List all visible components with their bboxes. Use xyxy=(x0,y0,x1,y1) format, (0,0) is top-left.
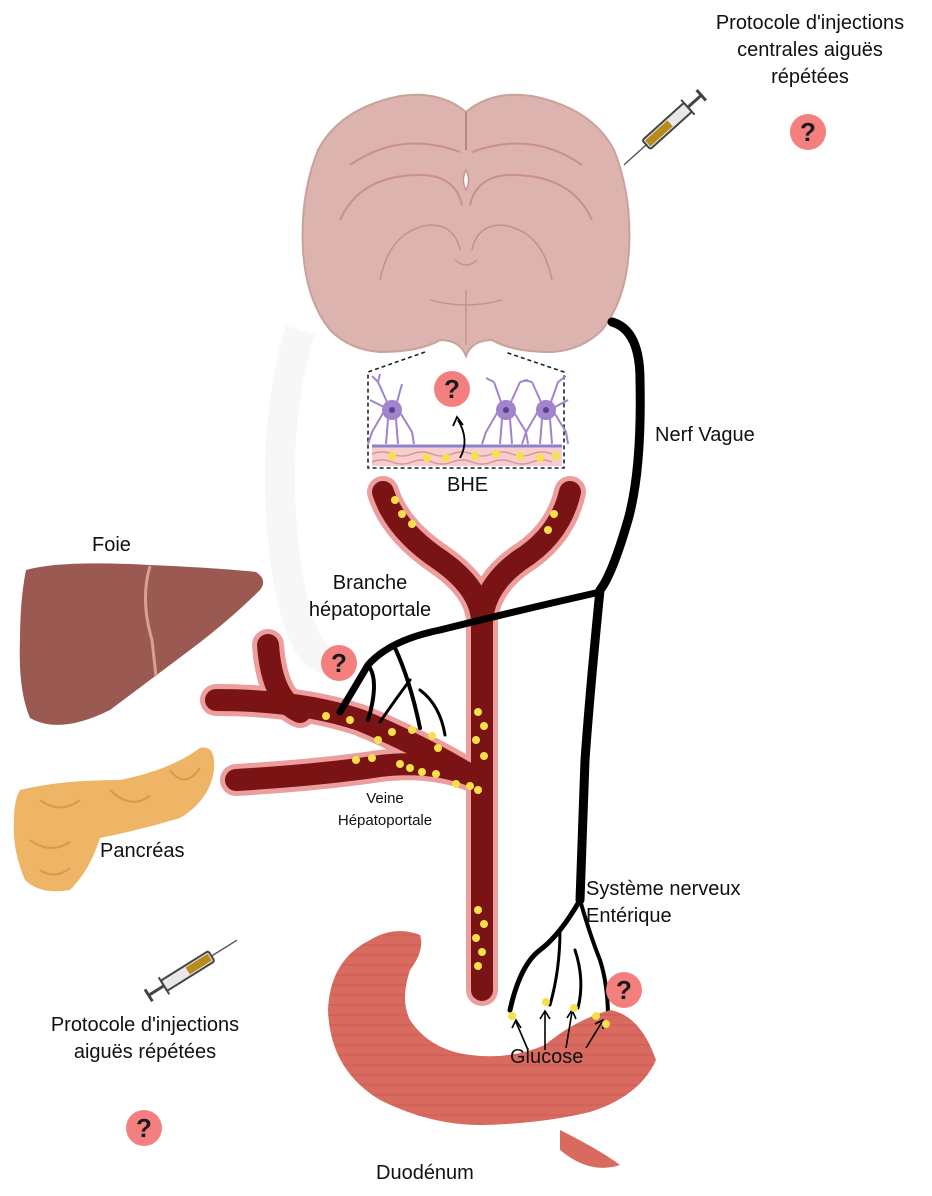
glucose-dot xyxy=(322,712,330,720)
central-protocol-line-2: centrales aiguës xyxy=(690,37,930,64)
central-protocol-line-3: répétées xyxy=(690,64,930,91)
syringe-icon xyxy=(617,88,708,172)
glucose-dot xyxy=(592,1012,600,1020)
pancreas-icon xyxy=(14,747,214,891)
glucose-dot xyxy=(516,452,524,460)
duodenum-label: Duodénum xyxy=(376,1160,474,1187)
glucose-dot xyxy=(432,770,440,778)
question-mark: ? xyxy=(136,1113,152,1143)
glucose-dot xyxy=(346,716,354,724)
question-icon: ? xyxy=(434,371,470,407)
glucose-dot xyxy=(542,998,550,1006)
veine-line-2: Hépatoportale xyxy=(305,810,465,832)
veine-line-1: Veine xyxy=(305,788,465,810)
glucose-dot xyxy=(480,722,488,730)
glucose-dot xyxy=(391,496,399,504)
glucose-dot xyxy=(396,760,404,768)
glucose-dot xyxy=(442,454,450,462)
sne-line-1: Système nerveux xyxy=(586,876,741,903)
glucose-dot xyxy=(492,450,500,458)
glucose-dot xyxy=(480,920,488,928)
glucose-dot xyxy=(472,736,480,744)
glucose-dot xyxy=(418,768,426,776)
glucose-dot xyxy=(570,1004,578,1012)
glucose-dot xyxy=(398,510,406,518)
question-icon: ? xyxy=(321,645,357,681)
bhe-label: BHE xyxy=(447,472,488,499)
nerf-vague-label: Nerf Vague xyxy=(655,422,755,449)
glucose-dot xyxy=(478,948,486,956)
sne-label: Système nerveux Entérique xyxy=(586,876,741,930)
acute-protocol-line-1: Protocole d'injections xyxy=(10,1012,280,1039)
glucose-dot xyxy=(374,736,382,744)
glucose-dot xyxy=(474,708,482,716)
glucose-dot xyxy=(544,526,552,534)
question-icon: ? xyxy=(790,114,826,150)
brain-icon xyxy=(303,95,630,356)
glucose-dot xyxy=(352,756,360,764)
sne-line-2: Entérique xyxy=(586,903,741,930)
glucose-dot xyxy=(474,906,482,914)
syringe-icon xyxy=(143,932,242,1004)
central-protocol-label: Protocole d'injections centrales aiguës … xyxy=(690,10,930,91)
branche-line-1: Branche xyxy=(280,570,460,597)
question-mark: ? xyxy=(800,117,816,147)
vessel-tree xyxy=(216,492,570,990)
central-protocol-line-1: Protocole d'injections xyxy=(690,10,930,37)
glucose-dot xyxy=(434,744,442,752)
glucose-dot xyxy=(408,726,416,734)
foie-label: Foie xyxy=(92,532,131,559)
acute-protocol-label: Protocole d'injections aiguës répétées xyxy=(10,1012,280,1066)
glucose-dot xyxy=(602,1020,610,1028)
glucose-dot xyxy=(423,454,431,462)
glucose-dot xyxy=(552,452,560,460)
glucose-dot xyxy=(406,764,414,772)
glucose-dot xyxy=(536,454,544,462)
glucose-dot xyxy=(388,452,396,460)
glucose-dot xyxy=(472,934,480,942)
question-mark: ? xyxy=(616,975,632,1005)
glucose-dot xyxy=(550,510,558,518)
glucose-dot xyxy=(452,780,460,788)
glucose-dot xyxy=(474,962,482,970)
glucose-dot xyxy=(480,752,488,760)
glucose-dot xyxy=(508,1012,516,1020)
branche-label: Branche hépatoportale xyxy=(280,570,460,624)
pancreas-label: Pancréas xyxy=(100,838,185,865)
glucose-dot xyxy=(474,786,482,794)
glucose-label: Glucose xyxy=(510,1044,583,1071)
question-icon: ? xyxy=(126,1110,162,1146)
question-icon: ? xyxy=(606,972,642,1008)
branche-line-2: hépatoportale xyxy=(280,597,460,624)
glucose-dot xyxy=(466,782,474,790)
acute-protocol-line-2: aiguës répétées xyxy=(10,1039,280,1066)
glucose-dot xyxy=(428,732,436,740)
glucose-dot xyxy=(471,452,479,460)
question-mark: ? xyxy=(444,374,460,404)
glucose-dot xyxy=(368,754,376,762)
veine-label: Veine Hépatoportale xyxy=(305,788,465,832)
question-mark: ? xyxy=(331,648,347,678)
glucose-dot xyxy=(408,520,416,528)
glucose-dot xyxy=(388,728,396,736)
